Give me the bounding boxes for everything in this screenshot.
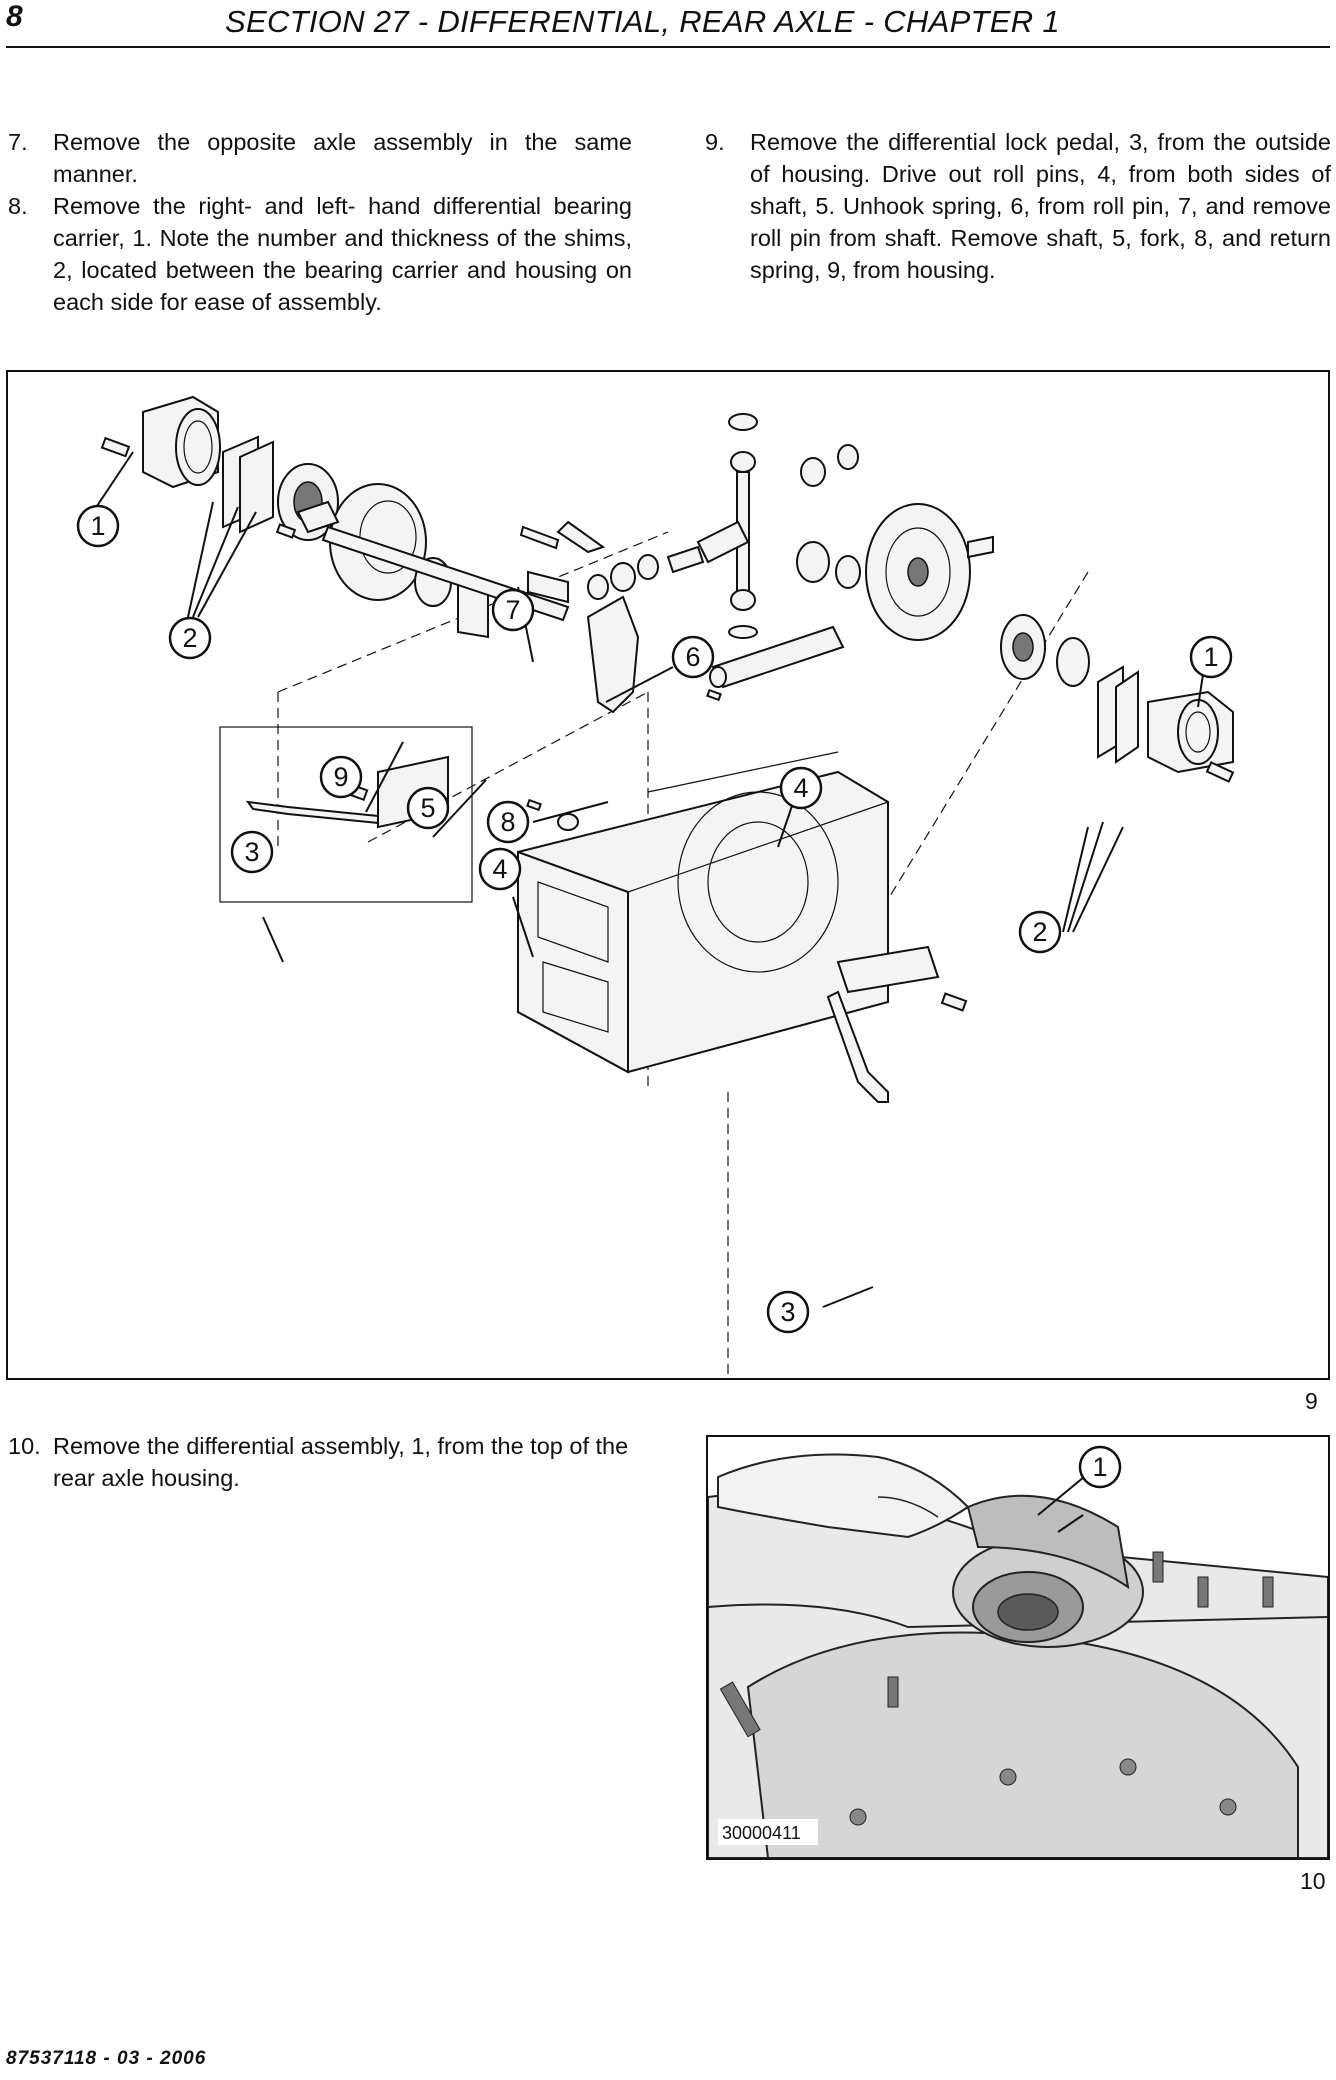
callout-2-right-shims: 2 xyxy=(1018,910,1062,954)
callout-9-return-spring: 9 xyxy=(319,755,363,799)
section-title: SECTION 27 - DIFFERENTIAL, REAR AXLE - C… xyxy=(225,4,1060,39)
exploded-view-drawing: 1 2 7 6 1 9 5 8 4 3 4 2 3 xyxy=(76,395,1235,1378)
right-bearing xyxy=(1000,614,1090,687)
step-number: 10. xyxy=(8,1433,41,1459)
pinion-shaft xyxy=(709,625,845,689)
right-bearing-carrier xyxy=(1147,690,1235,783)
header-rule xyxy=(6,46,1330,48)
right-column: 9. Remove the differential lock pedal, 3… xyxy=(705,126,1331,286)
roll-pin xyxy=(706,688,722,702)
left-shims xyxy=(222,435,274,534)
bushing xyxy=(557,813,579,831)
step-7: 7. Remove the opposite axle assembly in … xyxy=(8,126,632,190)
svg-text:5: 5 xyxy=(420,793,435,823)
svg-text:2: 2 xyxy=(1032,917,1047,947)
step-text: Remove the right- and left- hand differe… xyxy=(53,193,632,315)
left-column: 7. Remove the opposite axle assembly in … xyxy=(8,126,632,318)
document-id: 87537118 - 03 - 2006 xyxy=(6,2048,207,2069)
svg-text:9: 9 xyxy=(333,762,348,792)
callout-4-roll-pin-left: 4 xyxy=(478,847,522,891)
lower-left-column: 10. Remove the differential assembly, 1,… xyxy=(8,1430,632,1494)
rear-axle-housing xyxy=(517,751,889,1074)
callout-5-shaft: 5 xyxy=(406,786,450,830)
svg-text:3: 3 xyxy=(244,837,259,867)
figure-9-exploded-diagram: 1 2 7 6 1 9 5 8 4 3 4 2 3 xyxy=(6,370,1330,1380)
callout-2-left-shims: 2 xyxy=(168,616,212,660)
ring-gear xyxy=(865,503,994,641)
step-number: 7. xyxy=(8,129,28,155)
callout-6-spring: 6 xyxy=(671,635,715,679)
svg-text:2: 2 xyxy=(182,623,197,653)
svg-text:3: 3 xyxy=(780,1297,795,1327)
differential-removal-photo: 1 30000411 xyxy=(707,1437,1329,1859)
svg-text:1: 1 xyxy=(90,511,105,541)
svg-text:7: 7 xyxy=(505,595,520,625)
callout-4-roll-pin-right: 4 xyxy=(779,766,823,810)
step-text: Remove the differential assembly, 1, fro… xyxy=(53,1433,629,1491)
svg-text:4: 4 xyxy=(492,854,507,884)
figure-10-photo: 1 30000411 xyxy=(706,1435,1330,1860)
callout-1-differential: 1 xyxy=(1078,1445,1122,1489)
svg-text:6: 6 xyxy=(685,642,700,672)
callout-3-pedal: 3 xyxy=(766,1290,810,1334)
callout-7-roll-pin: 7 xyxy=(491,588,535,632)
svg-text:1: 1 xyxy=(1092,1452,1107,1482)
side-gears xyxy=(587,413,861,639)
step-number: 9. xyxy=(705,129,725,155)
figure-9-number: 9 xyxy=(1305,1388,1318,1414)
step-text: Remove the opposite axle assembly in the… xyxy=(53,129,632,187)
step-10: 10. Remove the differential assembly, 1,… xyxy=(8,1430,632,1494)
page-number: 8 xyxy=(6,0,23,33)
step-text: Remove the differential lock pedal, 3, f… xyxy=(750,129,1331,283)
svg-text:4: 4 xyxy=(793,773,808,803)
roll-pin xyxy=(526,798,542,812)
callout-1-left-carrier: 1 xyxy=(76,504,120,548)
roll-pin xyxy=(275,523,297,539)
svg-text:8: 8 xyxy=(500,807,515,837)
right-pedal xyxy=(826,945,968,1103)
step-number: 8. xyxy=(8,193,28,219)
callout-1-right-carrier: 1 xyxy=(1189,635,1233,679)
left-bearing-carrier xyxy=(100,395,221,489)
svg-text:1: 1 xyxy=(1203,642,1218,672)
right-shims xyxy=(1097,665,1139,764)
figure-10-number: 10 xyxy=(1300,1868,1326,1894)
step-8: 8. Remove the right- and left- hand diff… xyxy=(8,190,632,318)
photo-code: 30000411 xyxy=(722,1823,801,1843)
callout-3-pedal-inset: 3 xyxy=(230,830,274,874)
callout-8-fork: 8 xyxy=(486,800,530,844)
step-9: 9. Remove the differential lock pedal, 3… xyxy=(705,126,1331,286)
